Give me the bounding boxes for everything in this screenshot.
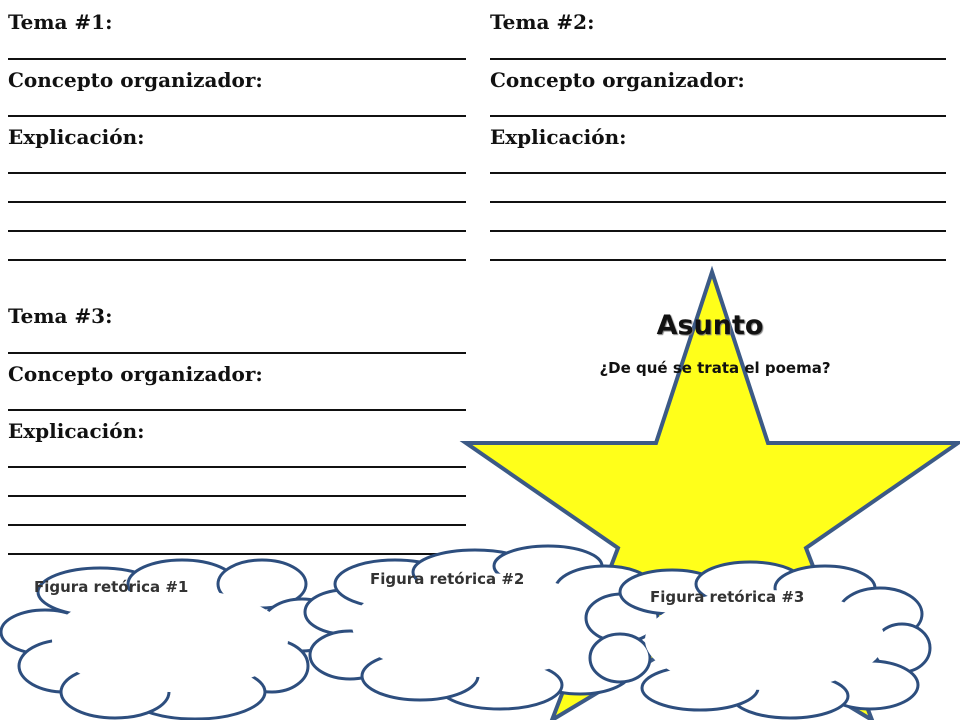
asunto-title: Asunto: [656, 310, 764, 341]
tema-2-title: Tema #2:: [490, 10, 595, 34]
tema-1-title-line[interactable]: [8, 58, 466, 60]
tema-2-organizer-label: Concepto organizador:: [490, 68, 745, 92]
tema-3-section: Tema #3: Concepto organizador: Explicaci…: [8, 302, 466, 562]
cloud-2-label: Figura retórica #2: [370, 570, 525, 588]
tema-2-explanation-line[interactable]: [490, 172, 946, 174]
tema-3-explanation-line[interactable]: [8, 495, 466, 497]
tema-1-explanation-line[interactable]: [8, 230, 466, 232]
tema-1-organizer-label: Concepto organizador:: [8, 68, 263, 92]
tema-2-organizer-line[interactable]: [490, 115, 946, 117]
cloud-1[interactable]: [0, 558, 344, 720]
cloud-3-label: Figura retórica #3: [650, 588, 805, 606]
tema-1-explanation-line[interactable]: [8, 259, 466, 261]
tema-2-explanation-line[interactable]: [490, 230, 946, 232]
tema-3-explanation-line[interactable]: [8, 524, 466, 526]
tema-2-title-line[interactable]: [490, 58, 946, 60]
tema-2-explanation-line[interactable]: [490, 201, 946, 203]
tema-3-explanation-label: Explicación:: [8, 419, 145, 443]
tema-2-section: Tema #2: Concepto organizador: Explicaci…: [490, 8, 946, 268]
tema-3-title: Tema #3:: [8, 304, 113, 328]
tema-3-organizer-label: Concepto organizador:: [8, 362, 263, 386]
tema-1-section: Tema #1: Concepto organizador: Explicaci…: [8, 8, 466, 268]
tema-2-explanation-line[interactable]: [490, 259, 946, 261]
tema-3-title-line[interactable]: [8, 352, 466, 354]
cloud-1-label: Figura retórica #1: [34, 578, 189, 596]
tema-3-explanation-line[interactable]: [8, 553, 466, 555]
tema-1-organizer-line[interactable]: [8, 115, 466, 117]
cloud-3[interactable]: [584, 560, 932, 720]
tema-3-explanation-line[interactable]: [8, 466, 466, 468]
tema-3-organizer-line[interactable]: [8, 409, 466, 411]
tema-1-title: Tema #1:: [8, 10, 113, 34]
tema-1-explanation-line[interactable]: [8, 172, 466, 174]
tema-1-explanation-line[interactable]: [8, 201, 466, 203]
tema-2-explanation-label: Explicación:: [490, 125, 627, 149]
tema-1-explanation-label: Explicación:: [8, 125, 145, 149]
asunto-question: ¿De qué se trata el poema?: [599, 359, 831, 377]
